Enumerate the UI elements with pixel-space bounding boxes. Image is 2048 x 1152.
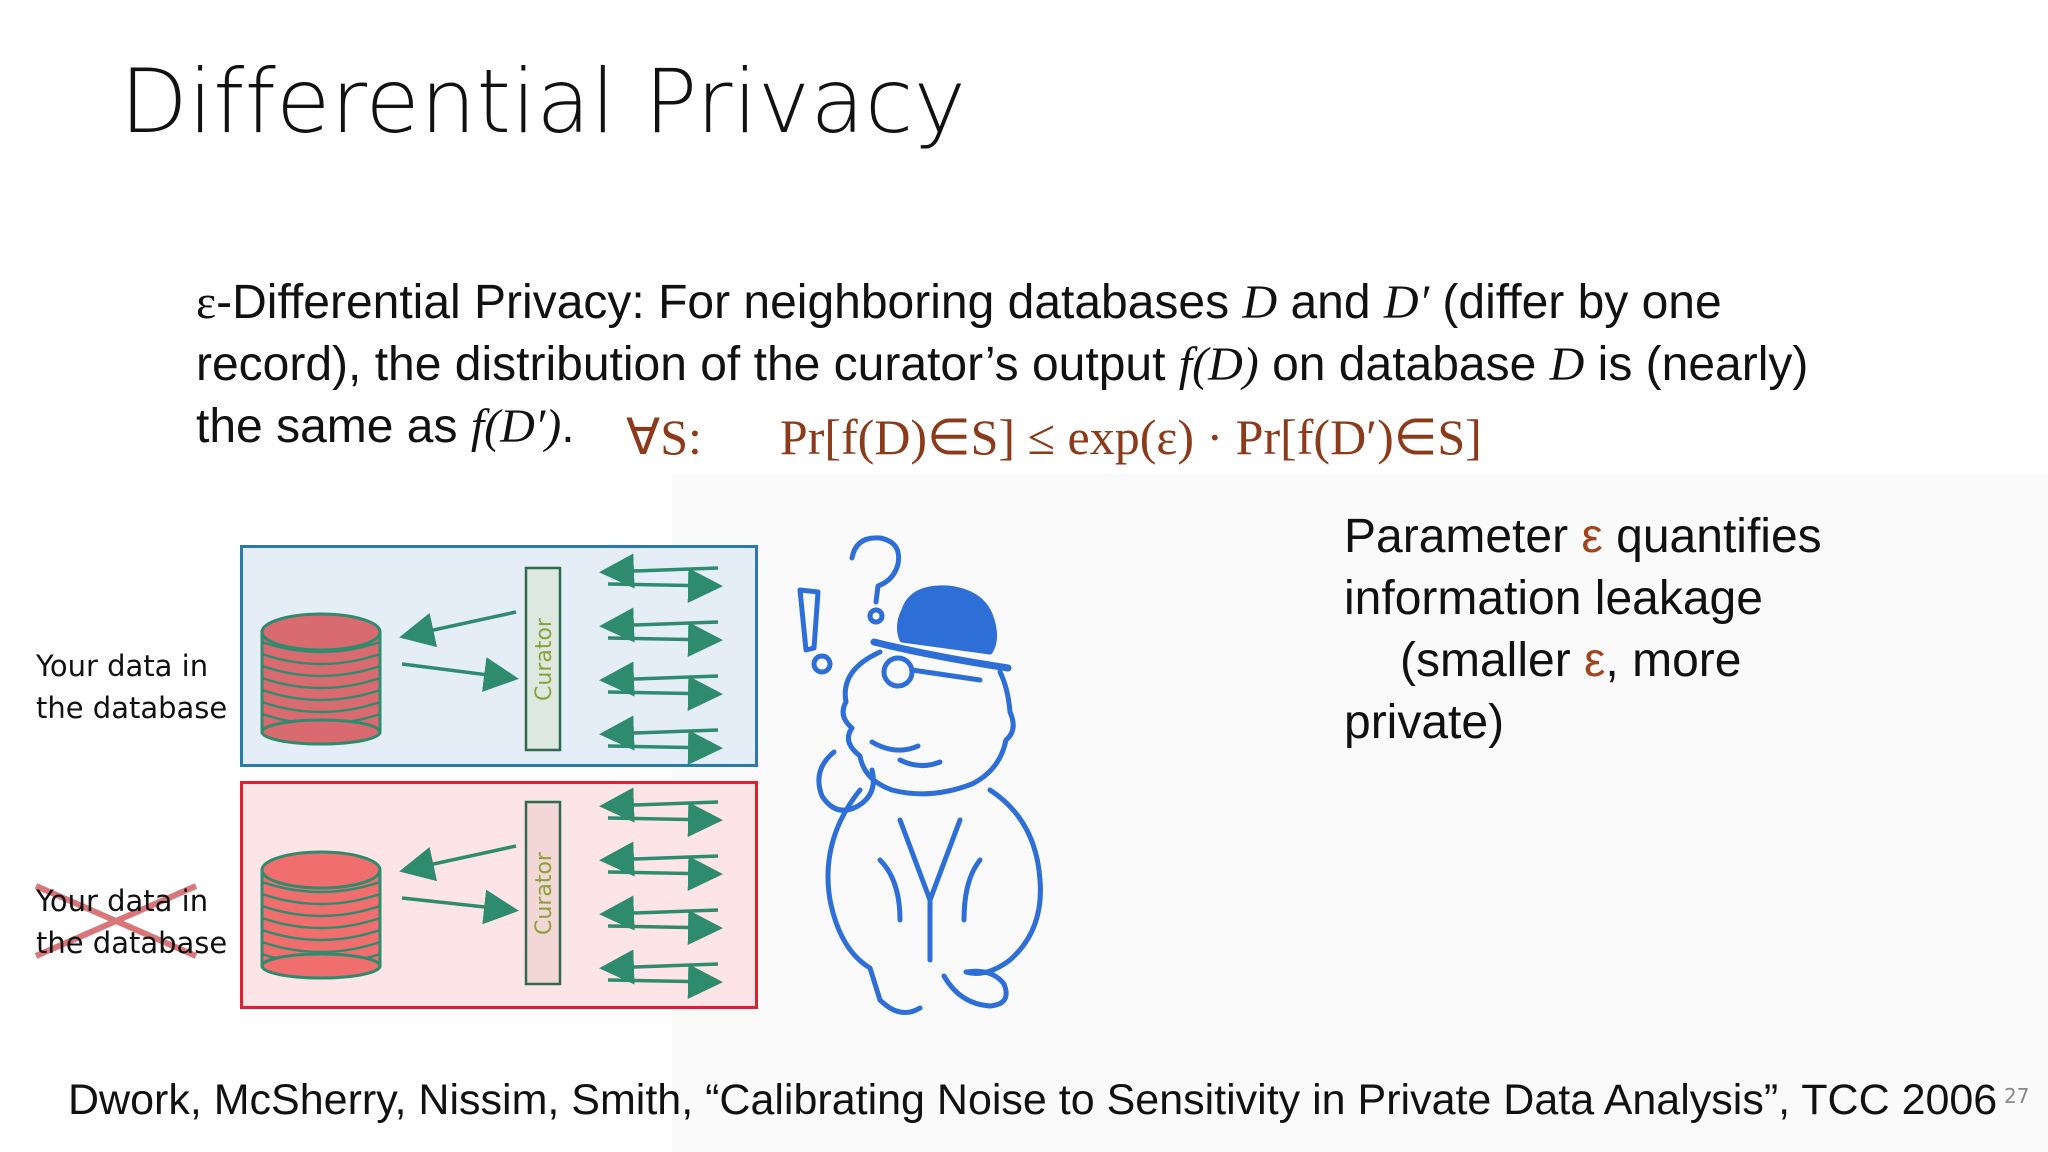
definition-line3-b: .: [561, 400, 575, 453]
param-line-3: (smaller ε, more: [1344, 630, 1964, 692]
epsilon-symbol: ε: [196, 276, 217, 329]
param-line-2: information leakage: [1344, 572, 1763, 625]
param-text-d: , more: [1605, 634, 1742, 687]
var-Dprime: D′: [1383, 276, 1430, 329]
expr-fDprime: f(D′): [470, 400, 562, 453]
definition-line-3: the same as f(D′).: [196, 396, 1956, 458]
database-icon: [260, 850, 382, 980]
slide-title: Differential Privacy: [120, 50, 967, 153]
var-D-2: D: [1549, 338, 1585, 391]
definition-line3-a: the same as: [196, 400, 471, 453]
definition-paren: (differ by one: [1429, 276, 1722, 329]
var-D: D: [1242, 276, 1278, 329]
curator-label-top: Curator: [531, 617, 557, 701]
param-epsilon: ε: [1581, 510, 1603, 563]
curator-label-bottom: Curator: [531, 851, 557, 935]
param-text-b: quantifies: [1602, 510, 1822, 563]
definition-line2-b: on database: [1258, 338, 1550, 391]
curator-label-bottom-wrap: Curator: [527, 802, 561, 984]
param-line-1: Parameter ε quantifies: [1344, 506, 1964, 568]
definition-and: and: [1277, 276, 1384, 329]
definition-lead: -Differential Privacy: For neighboring d…: [216, 276, 1243, 329]
arrow-icon: [599, 553, 723, 999]
database-icon: [260, 612, 382, 746]
param-line-4: private): [1344, 696, 1505, 749]
formula-expression: Pr[f(D)∈S] ≤ exp(ε) · Pr[f(D′)∈S]: [779, 409, 1482, 465]
curator-box-top: [524, 566, 562, 752]
definition-text: ε-Differential Privacy: For neighboring …: [196, 272, 1956, 458]
parameter-note: Parameter ε quantifies information leaka…: [1344, 506, 1964, 754]
strikeout-cross-icon: [34, 883, 198, 959]
your-data-label-line1: Your data in: [36, 649, 209, 683]
citation: Dwork, McSherry, Nissim, Smith, “Calibra…: [68, 1076, 1998, 1124]
curator-box-bottom: [524, 800, 562, 986]
your-data-removed-label: Your data in the database: [36, 880, 227, 964]
your-data-label: Your data in the database: [36, 645, 227, 729]
definition-line-2: record), the distribution of the curator…: [196, 334, 1956, 396]
param-text-a: Parameter: [1344, 510, 1582, 563]
arrow-icon: [399, 610, 519, 925]
definition-line2-a: record), the distribution of the curator…: [196, 338, 1179, 391]
formula-quantifier: ∀S:: [626, 409, 702, 465]
expr-fD: f(D): [1178, 338, 1259, 391]
dp-formula: ∀S: Pr[f(D)∈S] ≤ exp(ε) · Pr[f(D′)∈S]: [626, 408, 1482, 466]
param-text-c: (smaller: [1400, 634, 1585, 687]
detective-icon: [797, 535, 1043, 1015]
your-data-label-line2: the database: [36, 691, 228, 725]
page-number: 27: [2004, 1084, 2030, 1108]
param-epsilon-2: ε: [1584, 634, 1606, 687]
background-panel: [672, 474, 2048, 1152]
curator-label-top-wrap: Curator: [527, 568, 561, 750]
definition-line2-c: is (nearly): [1584, 338, 1809, 391]
your-data-removed-line2: the database: [36, 926, 228, 960]
definition-line-1: ε-Differential Privacy: For neighboring …: [196, 272, 1956, 334]
your-data-removed-line1: Your data in: [36, 884, 209, 918]
